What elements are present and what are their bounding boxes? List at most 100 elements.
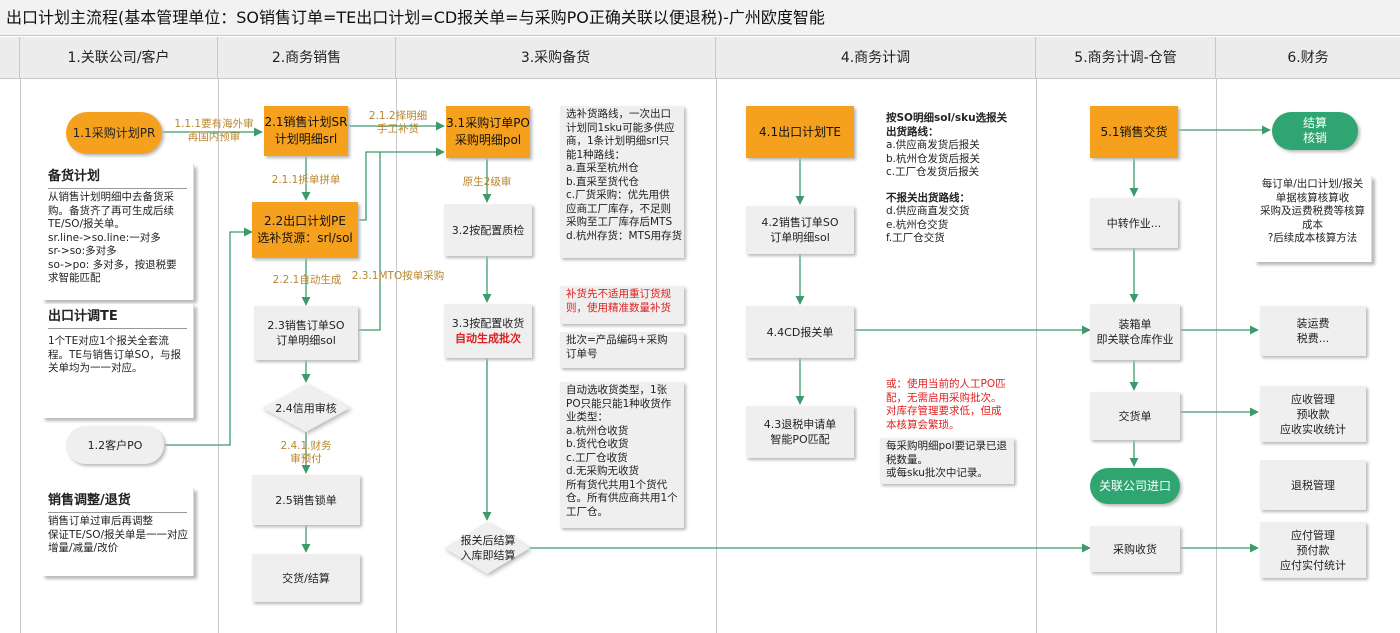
node-label: 交货/结算 [282,571,330,585]
note-title: 备货计划 [48,166,187,189]
node-label: 4.4CD报关单 [766,325,834,339]
note-pol-record: 每采购明细pol要记录已退税数量。 或每sku批次中记录。 [880,438,1014,484]
note-line: 或：使用当前的人工PO匹配，无需启用采购批次。对库存管理要求低，但成本核算会繁琐… [886,378,1006,431]
node-affiliate-import[interactable]: 关联公司进口 [1090,468,1180,504]
note-line: a.供应商发货后报关 [886,139,980,151]
edge-custpo-pe [165,227,253,446]
node-delivery-note[interactable]: 交货单 [1090,392,1180,440]
node-transit-operation[interactable]: 中转作业... [1090,198,1178,248]
note-line: 销售订单过审后再调整 [48,515,153,527]
edge-label-241: 2.4.1.财务 审预付 [270,440,342,466]
lane-header-1 [0,37,20,79]
edge-label-line: 审预付 [290,453,322,465]
note-line: a.杭州仓收货 [566,424,629,437]
note-title: 销售调整/退货 [48,490,187,513]
node-packing-list[interactable]: 装箱单 即关联仓库作业 [1090,304,1180,360]
node-purchase-plan-pr[interactable]: 1.1采购计划PR [66,112,162,154]
node-label: 3.2按配置质检 [451,223,525,237]
note-line: e.杭州仓交货 [886,218,949,231]
note-line: 批次=产品编码+采购订单号 [566,334,668,360]
node-label: 1.1采购计划PR [72,125,156,140]
node-credit-check[interactable]: 2.4信用审核 [262,396,350,420]
node-sales-order-so-planning[interactable]: 4.2销售订单SO 订单明细sol [746,206,854,254]
note-line: ?后续成本核算方法 [1267,232,1358,244]
note-line: 每订单/出口计划/报关单据核算核算收 [1261,178,1364,204]
node-purchase-order-po[interactable]: 3.1采购订单PO 采购明细pol [446,106,530,158]
edge-label-line: 1.1.1要有海外审 [174,118,254,130]
note-line: 不报关出货路线： [886,191,970,204]
edge-label-line: 2.1.2择明细 [368,110,428,122]
note-line: 按SO明细sol/sku选报关 [886,112,1008,124]
node-receipt[interactable]: 3.3按配置收货 自动生成批次 [444,304,532,358]
note-line: d.供应商直发交货 [886,205,970,217]
lane-divider [218,79,219,633]
edge-label-111: 1.1.1要有海外审 再国内预审 [170,118,258,144]
note-line: 保证TE/SO/报关单是一一对应 [48,528,189,541]
edge-label-line: 手工补货 [377,123,419,135]
node-delivery-settlement[interactable]: 交货/结算 [252,554,360,602]
diamond-credit [262,384,350,432]
node-label: 4.3退税申请单 [763,418,837,431]
node-label: 结算 [1302,116,1327,130]
node-sales-order-so[interactable]: 2.3销售订单SO 订单明细sol [254,306,358,360]
node-customs-declaration-cd[interactable]: 4.4CD报关单 [746,306,854,358]
note-finance: 每订单/出口计划/报关单据核算核算收 采购及运费税费等核算成本 ?后续成本核算方… [1254,176,1372,262]
lane-divider [396,79,397,633]
node-label: 2.2出口计划PE [264,214,346,228]
note-line: b.货代仓收货 [566,438,629,450]
lane-header-planning: 4.商务计调 [716,37,1036,79]
node-label: 应收管理 [1291,392,1335,406]
note-line: sr.line->so.line:一对多 [48,231,161,244]
lane-header-warehouse: 5.商务计调-仓管 [1036,37,1216,79]
edge-label-line: 2.4.1.财务 [280,440,332,452]
note-sales-adjust: 销售调整/退货 销售订单过审后再调整 保证TE/SO/报关单是一一对应 增量/减… [42,488,194,576]
node-label: 税费... [1296,332,1330,345]
note-line: 所有货代共用1个货代仓。所有供应商共用1个工厂仓。 [566,478,678,518]
note-route: 选补货路线，一次出口计划同1sku可能多供应商，1条计划明细srl只能1种路线：… [560,106,684,258]
lane-divider [1216,79,1217,633]
node-label: 核销 [1302,131,1327,145]
lane-header-sales: 2.商务销售 [218,37,396,79]
node-label: 装运费 [1296,317,1330,330]
edge-so-po [358,152,381,331]
node-label-highlight: 自动生成批次 [455,332,521,345]
node-export-plan-te[interactable]: 4.1出口计划TE [746,106,854,158]
page-title: 出口计划主流程(基本管理单位：SO销售订单=TE出口计划=CD报关单=与采购PO… [0,0,1400,36]
edge-label-211: 2.1.1拆单拼单 [271,174,341,186]
node-label: 订单明细sol [770,231,830,244]
node-label: 应付实付统计 [1280,558,1346,572]
node-customer-po[interactable]: 1.2客户PO [66,426,164,464]
lane-header-procurement: 3.采购备货 [396,37,716,79]
node-sales-plan-sr[interactable]: 2.1销售计划SR 计划明细srl [264,106,348,156]
node-tax-refund-application[interactable]: 4.3退税申请单 智能PO匹配 [746,406,854,458]
node-freight-tax[interactable]: 装运费 税费... [1260,306,1366,356]
note-batch: 批次=产品编码+采购订单号 [560,332,684,368]
node-payables[interactable]: 应付管理 预付款 应付实付统计 [1260,522,1366,578]
node-label: 预收款 [1296,407,1330,421]
node-tax-refund-management[interactable]: 退税管理 [1260,460,1366,510]
node-label: 采购收货 [1113,542,1157,556]
node-label: 应付管理 [1291,528,1335,542]
node-export-plan-pe[interactable]: 2.2出口计划PE 选补货源：srl/sol [252,202,358,258]
note-line: 每采购明细pol要记录已退税数量。 [886,440,1008,466]
note-line: b.直采至货代仓 [566,175,640,188]
node-sales-delivery[interactable]: 5.1销售交货 [1090,106,1178,158]
node-label: 关联公司进口 [1098,478,1171,493]
node-label: 4.1出口计划TE [759,124,841,139]
node-purchase-receipt[interactable]: 采购收货 [1090,526,1180,572]
node-label: 退税管理 [1291,478,1335,492]
node-receivables[interactable]: 应收管理 预收款 应收实收统计 [1260,386,1366,442]
note-line: d.杭州存货：MTS用存货 [566,229,683,242]
node-label: 4.2销售订单SO [761,216,839,229]
node-quality-check[interactable]: 3.2按配置质检 [444,204,532,256]
note-line: 从销售计划明细中去备货采购。备货齐了再可生成后续TE/SO/报关单。 [48,191,174,230]
note-line: 或每sku批次中记录。 [886,467,988,479]
edge-label-audit: 原生2级审 [462,176,512,188]
node-settle-after-customs[interactable]: 报关后结算 入库即结算 [448,534,528,562]
edge-pe-po [348,147,445,221]
node-sales-lock[interactable]: 2.5销售锁单 [252,475,360,525]
node-label: 采购明细pol [454,133,522,147]
node-settlement-writeoff[interactable]: 结算 核销 [1272,112,1358,150]
node-label: 装箱单 [1118,318,1152,331]
